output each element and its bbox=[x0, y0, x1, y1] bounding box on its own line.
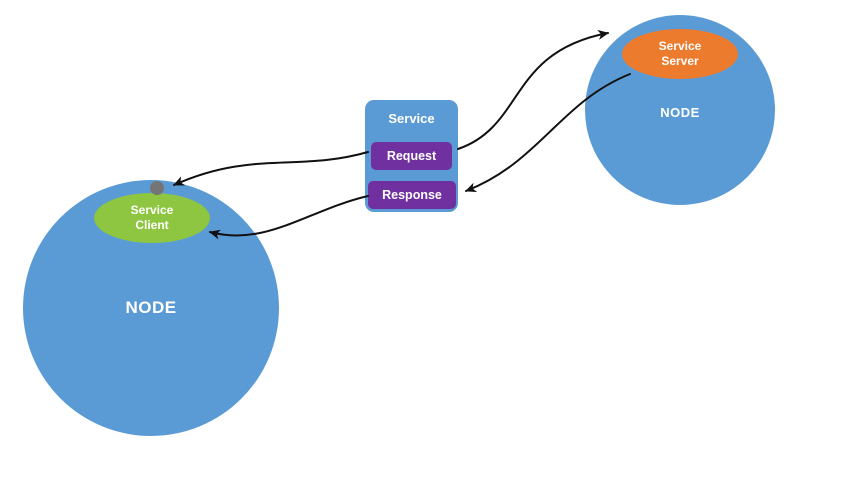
arrow-request-to-client-dot bbox=[173, 151, 369, 186]
request-box: Request bbox=[371, 142, 452, 170]
service-client-ellipse: Service Client bbox=[94, 193, 210, 243]
service-server-label-line2: Server bbox=[661, 54, 699, 68]
client-node-label: NODE bbox=[125, 298, 177, 317]
service-box: Service Request Response bbox=[365, 100, 458, 212]
arrow-request-to-server bbox=[457, 29, 609, 150]
service-client-label-line2: Client bbox=[135, 218, 169, 232]
connection-point-dot bbox=[150, 181, 164, 195]
service-server-ellipse: Service Server bbox=[622, 29, 738, 79]
response-box: Response bbox=[368, 181, 456, 209]
service-server-label-line1: Service bbox=[658, 39, 702, 53]
service-client-label-line1: Service bbox=[130, 203, 174, 217]
server-node-label: NODE bbox=[660, 105, 700, 120]
service-box-title: Service bbox=[388, 111, 435, 126]
